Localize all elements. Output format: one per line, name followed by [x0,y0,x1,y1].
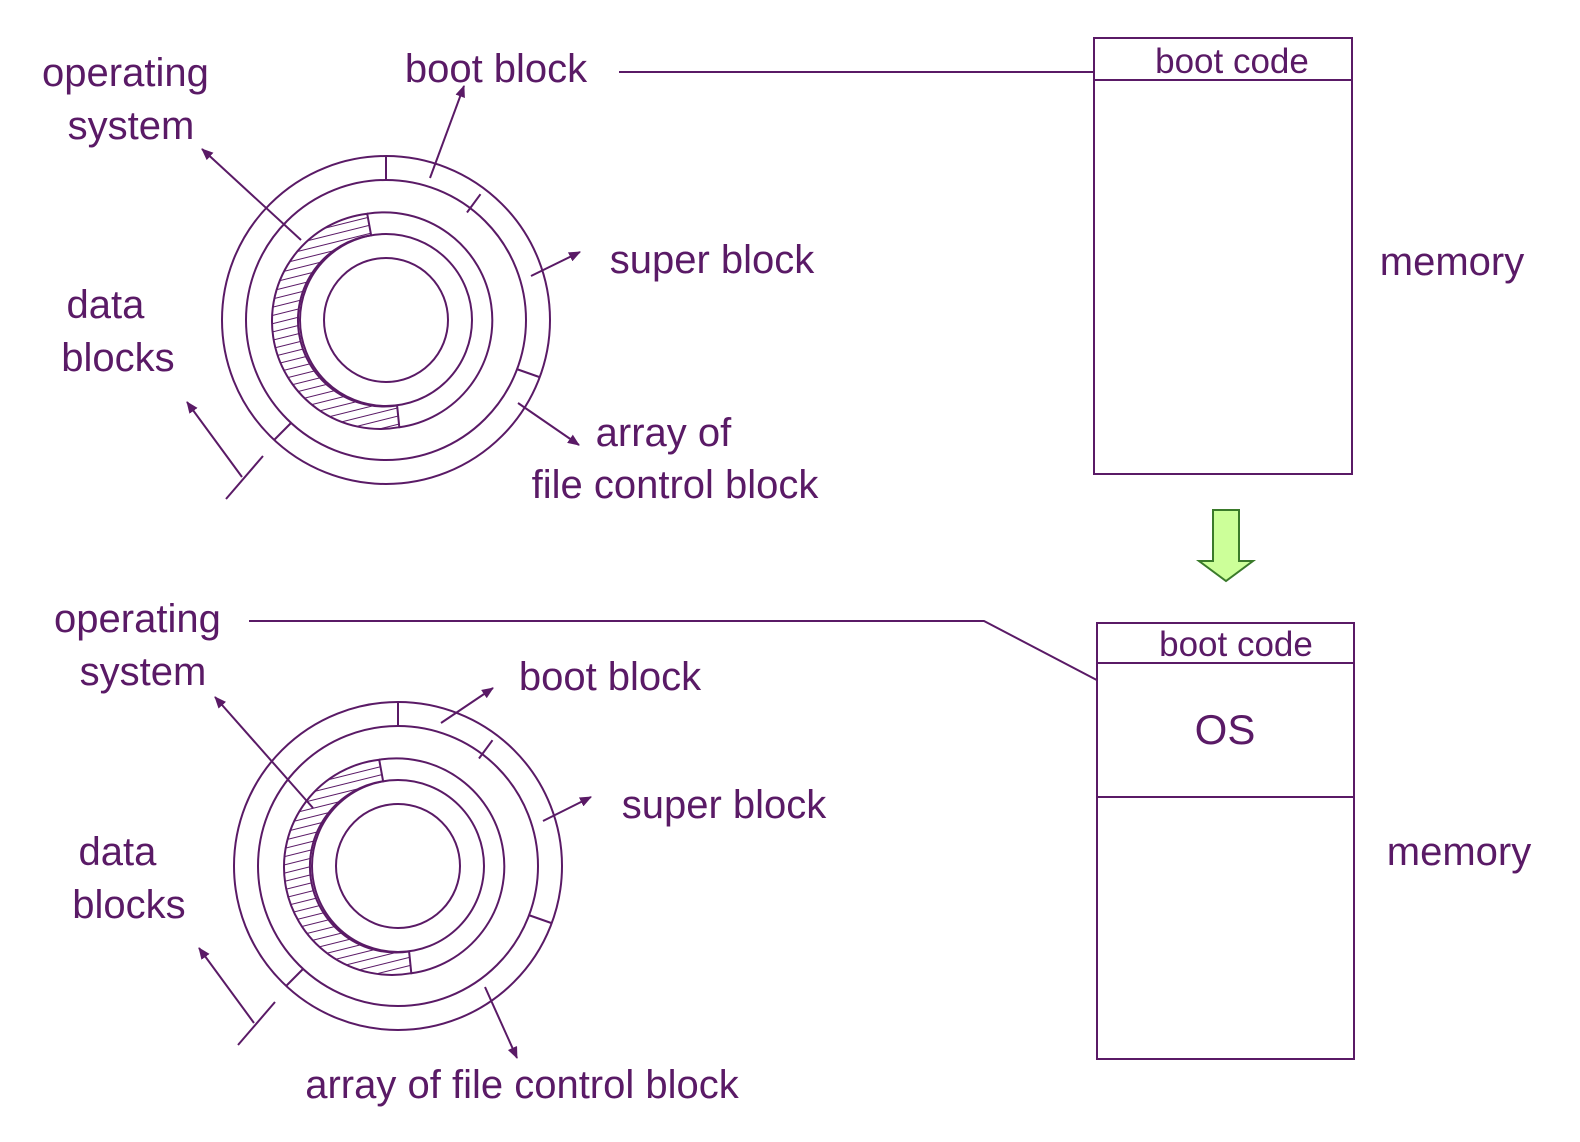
disk-ring [311,779,485,953]
data-blocks-bracket [237,1001,276,1046]
os-arrow [214,696,314,809]
disk-center [323,257,449,383]
data-blocks-tick [285,968,304,987]
boot-block-arrow [429,85,465,179]
memory-bottom: boot code OS memory [1096,622,1531,1060]
boot-code-label: boot code [1159,625,1313,664]
super-block-arrow [530,251,581,277]
os-sector-hatched [283,758,413,976]
os-load-arrow [249,620,1178,723]
fcb-arrow [484,986,518,1059]
fcb-tick [516,368,540,378]
file-control-block-label: array of file control block [532,411,820,507]
disk-ring [299,233,473,407]
data-blocks-label: data blocks [72,830,185,927]
boot-block-label: boot block [405,47,588,91]
boot-block-label: boot block [519,655,702,699]
disk-top: operating system boot block super block … [42,47,819,507]
memory-box [1093,37,1353,475]
memory-box [1096,622,1355,1060]
super-block-tick [466,193,482,214]
operating-system-label: operating system [54,597,232,694]
data-blocks-arrow [186,401,243,478]
boot-block-arrow [440,687,494,724]
os-sector-hatched [271,212,401,430]
super-block-label: super block [622,783,828,827]
memory-label: memory [1387,830,1531,874]
down-arrow-icon [1195,509,1257,583]
file-control-block-label: array of file control block [305,1063,740,1107]
inner-track [367,211,494,429]
os-label: OS [1195,706,1256,753]
fcb-arrow [517,402,580,446]
memory-label: memory [1380,240,1524,284]
os-arrow [201,148,302,241]
super-block-arrow [542,796,592,822]
data-blocks-label: data blocks [61,283,174,380]
data-blocks-bracket [225,455,264,500]
data-blocks-tick [273,422,292,441]
fcb-tick [528,914,552,924]
inner-track [379,757,506,975]
disk-bottom: operating system boot block super block … [54,597,827,1107]
memory-top: boot code memory [1093,37,1524,475]
super-block-label: super block [610,238,816,282]
operating-system-label: operating system [42,51,220,148]
disk-center [335,803,461,929]
boot-code-label: boot code [1155,42,1309,81]
data-blocks-arrow [198,947,255,1024]
super-block-tick [478,739,494,760]
